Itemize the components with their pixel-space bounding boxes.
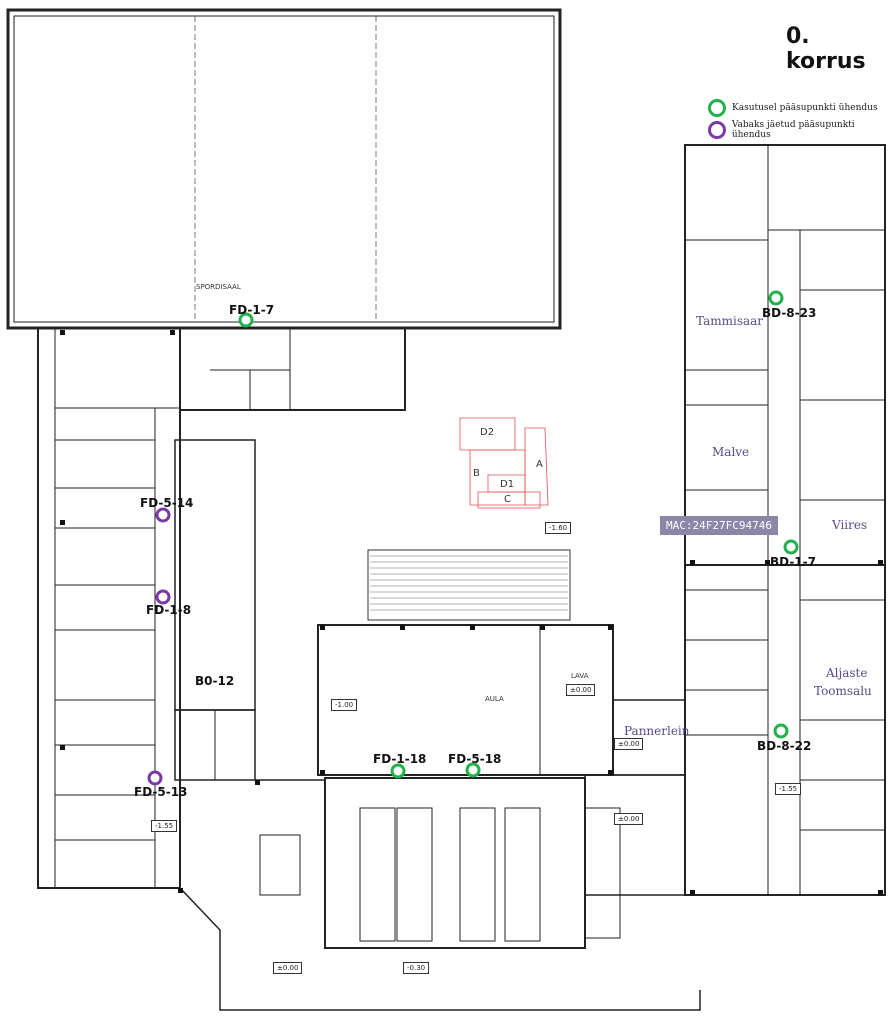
keyplan-b: B [473,468,480,479]
connector [584,699,686,896]
lower-left-block [179,779,701,1011]
room-malve: Malve [712,445,750,459]
ap-label-bd-8-23: BD-8-23 [762,306,817,320]
ap-label-fd-1-18: FD-1-18 [373,752,427,766]
cloakroom [324,777,621,949]
ap-marker-fd-5-18 [465,762,481,778]
legend: Kasutusel pääsupunkti ühendus Vabaks jäe… [708,97,894,141]
level-marker: ±0.00 [566,684,596,696]
legend-row-free: Vabaks jäetud pääsupunkti ühendus [708,119,894,141]
ap-label-fd-5-13: FD-5-13 [134,785,188,799]
central-corridor [174,439,256,781]
keyplan-d1: D1 [500,479,515,490]
level-marker: -1.00 [331,699,358,711]
sports-hall [6,8,562,330]
legend-free-label: Vabaks jäetud pääsupunkti ühendus [731,120,855,140]
page-title: 0. korrus [786,24,866,74]
lava-label: LAVA [571,672,589,680]
keyplan-c: C [504,494,511,505]
ap-marker-fd-1-7 [238,312,254,328]
level-marker: -0.30 [403,962,430,974]
ap-marker-bd-8-22 [773,723,789,739]
level-marker: ±0.00 [273,962,303,974]
keyplan-d2: D2 [480,427,495,438]
room-aljaste: Aljaste [826,666,868,680]
in-use-ap-icon [708,99,726,117]
ap-label-bd-8-22: BD-8-22 [757,739,812,753]
room-tammisaar: Tammisaar [696,314,764,328]
wall-posts [60,330,883,895]
ap-marker-fd-5-13 [147,770,163,786]
legend-in-use-label: Kasutusel pääsupunkti ühendus [732,103,878,113]
key-plan [459,417,549,509]
room-toomsalu: Toomsalu [814,684,872,698]
legend-row-in-use: Kasutusel pääsupunkti ühendus [708,97,894,119]
ap-marker-fd-1-8 [155,589,171,605]
ap-marker-bd-8-23 [768,290,784,306]
ap-marker-fd-1-18 [390,763,406,779]
ap-label-fd-1-7: FD-1-7 [229,303,275,317]
keyplan-a: A [536,459,543,470]
ap-label-bd-1-7: BD-1-7 [770,555,816,569]
ap-label-fd-1-8: FD-1-8 [146,603,192,617]
ap-marker-bd-1-7 [783,539,799,555]
level-marker: ±0.00 [614,813,644,825]
level-marker: ±0.00 [614,738,644,750]
hall-annex [179,327,406,411]
ap-label-fd-5-18: FD-5-18 [448,752,502,766]
room-viires: Viires [832,518,868,532]
terrace [367,549,571,621]
level-marker: -1.55 [775,783,802,795]
mac-address-badge: MAC:24F27FC94746 [660,516,778,535]
ap-markers [147,290,799,786]
free-ap-icon [708,121,726,139]
left-wing [37,327,181,889]
room-pannerlein: Pannerlein [624,724,690,738]
level-marker: -1.55 [151,820,178,832]
sports-hall-label: SPORDISAAL [196,283,241,291]
aula-label: AULA [485,695,504,703]
room-b0-12: B0-12 [195,674,235,688]
ap-label-fd-5-14: FD-5-14 [140,496,194,510]
ap-marker-fd-5-14 [155,507,171,523]
level-marker: -1.60 [545,522,572,534]
